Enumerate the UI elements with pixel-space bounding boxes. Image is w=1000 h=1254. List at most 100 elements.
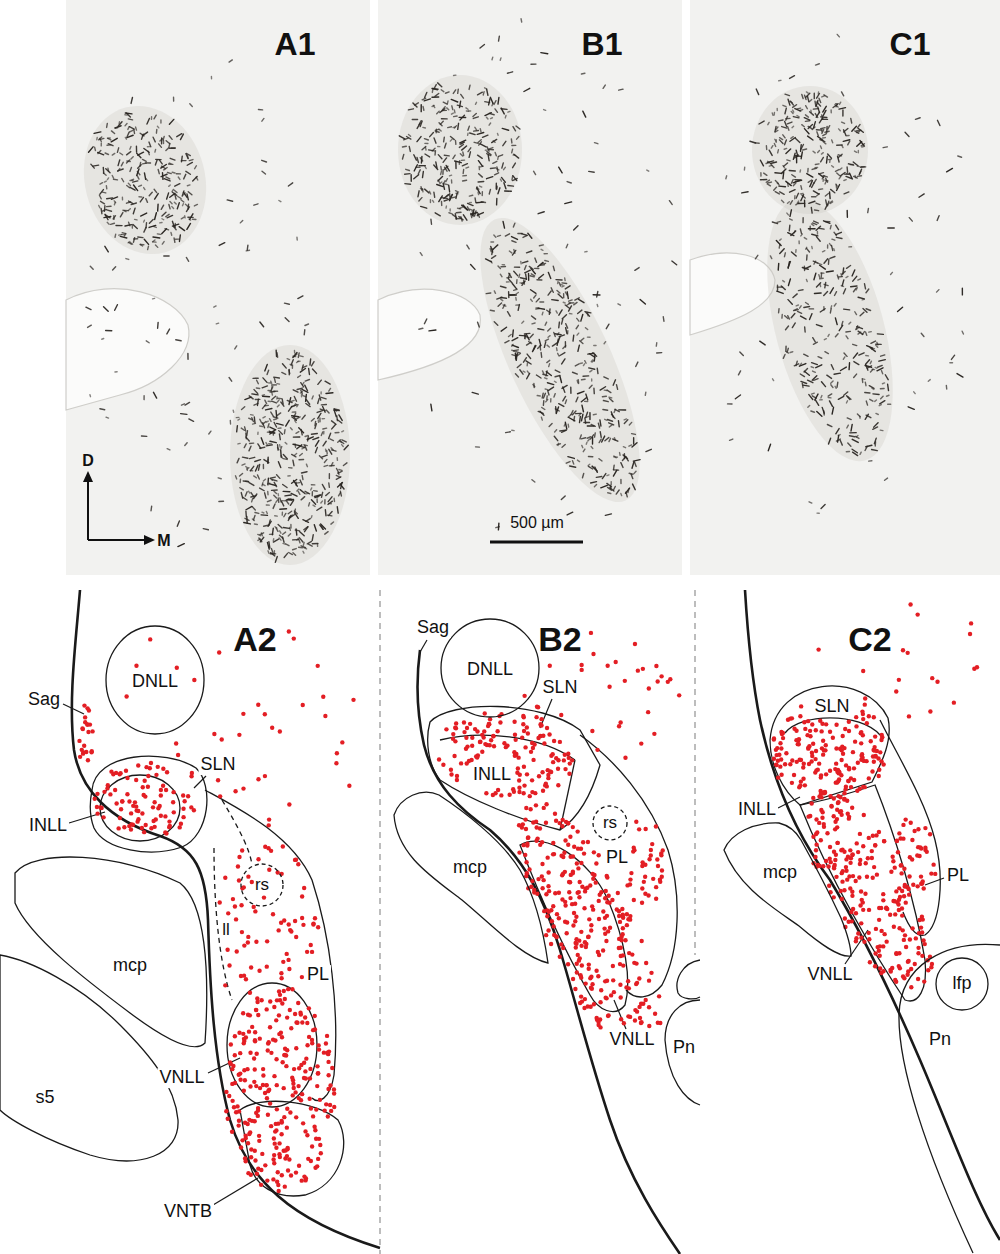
neuron-mark (289, 406, 292, 411)
neuron-mark (301, 383, 304, 387)
neuron-mark (578, 391, 584, 393)
neuron-mark (571, 411, 573, 415)
neuron-mark (425, 166, 426, 168)
neuron-mark (329, 433, 331, 438)
neuron-mark (144, 227, 146, 232)
neuron-mark (554, 394, 555, 397)
neuron-mark (315, 495, 321, 498)
neuron-mark (516, 280, 518, 284)
neuron-mark (291, 493, 297, 496)
neuron-mark (770, 256, 771, 259)
neuron-mark (866, 445, 872, 447)
neuron-mark (301, 430, 302, 435)
neuron-mark (290, 525, 291, 528)
neuron-mark (836, 237, 842, 238)
neuron-mark (478, 140, 481, 143)
stain-shading (449, 198, 671, 521)
neuron-mark (760, 160, 763, 166)
neuron-mark (774, 143, 775, 146)
neuron-mark (561, 496, 565, 500)
neuron-mark (418, 170, 420, 174)
neuron-mark (839, 102, 840, 104)
neuron-mark (113, 216, 115, 219)
neuron-mark (433, 200, 434, 202)
neuron-mark (156, 159, 161, 161)
neuron-mark (836, 232, 842, 234)
neuron-mark (435, 94, 439, 97)
neuron-mark (795, 109, 801, 112)
neuron-mark (244, 444, 246, 448)
neuron-mark (532, 480, 535, 482)
neuron-mark (274, 419, 277, 420)
neuron-mark (755, 142, 759, 144)
neuron-mark (605, 437, 609, 440)
neuron-mark (849, 436, 854, 437)
neuron-mark (877, 333, 883, 335)
neuron-mark (186, 154, 188, 159)
neuron-mark (813, 108, 818, 110)
neuron-mark (784, 253, 786, 257)
neuron-mark (300, 480, 302, 485)
neuron-mark (446, 179, 448, 182)
neuron-mark (130, 187, 135, 190)
neuron-mark (146, 199, 148, 203)
neuron-mark (616, 385, 617, 390)
neuron-mark (125, 123, 127, 125)
neuron-mark (121, 162, 123, 166)
neuron-mark (640, 299, 645, 304)
neuron-mark (281, 402, 284, 406)
neuron-mark (260, 425, 263, 427)
neuron-mark (799, 170, 801, 172)
neuron-mark (255, 460, 261, 462)
neuron-mark (475, 102, 476, 104)
neuron-mark (492, 139, 497, 142)
neuron-mark (551, 288, 553, 292)
neuron-mark (772, 113, 774, 115)
neuron-mark (780, 138, 783, 140)
neuron-mark (559, 310, 562, 315)
neuron-mark (196, 177, 198, 180)
neuron-mark (589, 171, 594, 173)
neuron-mark (805, 120, 809, 122)
neuron-mark (312, 396, 313, 399)
neuron-mark (567, 512, 573, 515)
neuron-mark (246, 506, 252, 509)
neuron-mark (795, 180, 801, 181)
neuron-mark (133, 225, 137, 229)
neuron-mark (281, 456, 282, 458)
neuron-mark (157, 322, 159, 328)
neuron-mark (286, 420, 289, 426)
neuron-mark (262, 171, 265, 174)
neuron-mark (252, 507, 255, 510)
neuron-mark (827, 375, 832, 378)
neuron-mark (848, 164, 853, 165)
neuron-mark (618, 304, 620, 305)
neuron-mark (236, 417, 239, 419)
neuron-mark (780, 239, 782, 240)
neuron-mark (324, 465, 328, 467)
neuron-mark (328, 501, 332, 504)
neuron-mark (157, 233, 160, 235)
neuron-mark (569, 306, 572, 311)
neuron-mark (531, 290, 536, 294)
neuron-mark (287, 358, 289, 360)
neuron-mark (795, 179, 801, 181)
neuron-mark (271, 412, 273, 416)
neuron-mark (314, 490, 318, 492)
neuron-mark (443, 102, 447, 104)
neuron-mark (801, 316, 806, 319)
neuron-mark (513, 223, 515, 227)
neuron-mark (295, 421, 296, 423)
neuron-mark (249, 491, 250, 493)
neuron-mark (336, 458, 338, 460)
neuron-mark (404, 138, 409, 140)
neuron-mark (317, 411, 322, 413)
neuron-mark (96, 138, 98, 140)
neuron-mark (846, 336, 848, 339)
neuron-mark (876, 345, 878, 347)
neuron-mark (277, 383, 280, 385)
neuron-mark (851, 285, 857, 287)
neuron-mark (870, 348, 875, 352)
neuron-mark (94, 147, 96, 150)
neuron-mark (340, 441, 342, 442)
